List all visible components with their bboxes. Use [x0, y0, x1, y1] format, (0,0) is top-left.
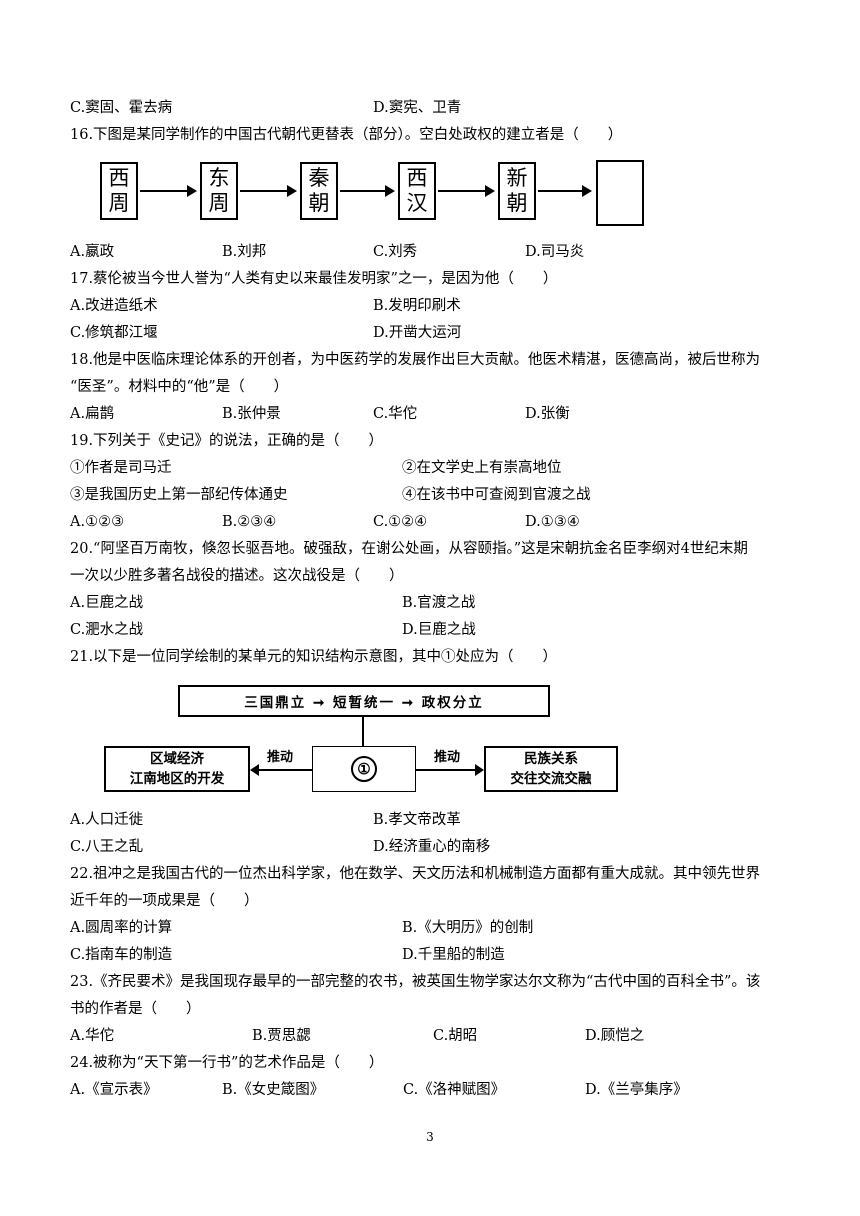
q20-stem-line1: 20.“阿坚百万南牧，倏忽长驱吾地。破强敌，在谢公处画，从容颐指。”这是宋朝抗金…: [70, 541, 748, 557]
q19-item-1: ①作者是司马迁: [70, 460, 172, 476]
arrow-right-icon: [416, 764, 484, 776]
q24-stem: 24.被称为“天下第一行书”的艺术作品是（ ）: [70, 1055, 384, 1071]
q23-option-c: C.胡昭: [433, 1028, 478, 1044]
q18-option-c: C.华佗: [373, 406, 418, 422]
q17-option-a: A.改进造纸术: [70, 298, 158, 314]
circle-one: ①: [351, 756, 377, 782]
q22-stem-line2: 近千年的一项成果是（ ）: [70, 893, 259, 909]
q16-stem: 16.下图是某同学制作的中国古代朝代更替表（部分）。空白处政权的建立者是（ ）: [70, 127, 623, 143]
dynasty-box-1: 西 周: [100, 162, 138, 220]
q17-stem: 17.蔡伦被当今世人誉为“人类有史以来最佳发明家”之一，是因为他（ ）: [70, 271, 558, 287]
q19-option-c: C.①②④: [373, 514, 428, 530]
q17-option-b: B.发明印刷术: [373, 298, 461, 314]
right-box: 民族关系 交往交流交融: [484, 746, 618, 792]
dynasty-char: 西: [406, 166, 428, 190]
push-label-left: 推动: [267, 750, 294, 765]
q22-option-a: A.圆周率的计算: [70, 920, 173, 936]
q23-option-b: B.贾思勰: [252, 1028, 311, 1044]
q22-option-d: D.千里船的制造: [402, 947, 505, 963]
q23-stem-line1: 23.《齐民要术》是我国现存最早的一部完整的农书，被英国生物学家达尔文称为“古代…: [70, 974, 761, 990]
dynasty-char: 新: [506, 166, 528, 190]
q24-option-b: B.《女史箴图》: [222, 1082, 325, 1098]
q23-option-a: A.华佗: [70, 1028, 115, 1044]
dynasty-char: 西: [108, 166, 130, 190]
connector-line: [362, 717, 364, 746]
q19-stem: 19.下列关于《史记》的说法，正确的是（ ）: [70, 433, 384, 449]
dynasty-box-2: 东 周: [200, 162, 238, 220]
q24-option-c: C.《洛神赋图》: [403, 1082, 506, 1098]
q19-item-4: ④在该书中可查阅到官渡之战: [402, 487, 591, 503]
q19-option-a: A.①②③: [70, 514, 125, 530]
dynasty-box-blank: [596, 160, 644, 226]
push-label-right: 推动: [434, 750, 461, 765]
arrow-icon: [538, 185, 592, 197]
right-box-line: 交往交流交融: [510, 771, 592, 787]
left-box-line: 区域经济: [150, 751, 204, 767]
dynasty-char: 周: [108, 191, 130, 215]
q21-stem: 21.以下是一位同学绘制的某单元的知识结构示意图，其中①处应为（ ）: [70, 649, 558, 665]
q20-stem-line2: 一次以少胜多著名战役的描述。这次战役是（ ）: [70, 568, 404, 584]
arrow-icon: [340, 185, 395, 197]
q17-option-d: D.开凿大运河: [373, 325, 462, 341]
q19-item-3: ③是我国历史上第一部纪传体通史: [70, 487, 288, 503]
right-box-line: 民族关系: [524, 751, 578, 767]
arrow-icon: [438, 185, 495, 197]
dynasty-char: 朝: [308, 191, 330, 215]
arrow-icon: [240, 185, 297, 197]
left-box: 区域经济 江南地区的开发: [104, 746, 250, 792]
q19-option-b: B.②③④: [222, 514, 277, 530]
q21-option-b: B.孝文帝改革: [373, 812, 461, 828]
q16-option-a: A.嬴政: [70, 244, 115, 260]
q22-stem-line1: 22.祖冲之是我国古代的一位杰出科学家，他在数学、天文历法和机械制造方面都有重大…: [70, 866, 761, 882]
q17-option-c: C.修筑都江堰: [70, 325, 158, 341]
dynasty-char: 东: [208, 166, 230, 190]
q19-item-2: ②在文学史上有崇高地位: [402, 460, 562, 476]
dynasty-char: 汉: [406, 191, 428, 215]
q18-option-d: D.张衡: [525, 406, 570, 422]
q21-option-a: A.人口迁徙: [70, 812, 144, 828]
page-number: 3: [426, 1130, 434, 1144]
dynasty-box-3: 秦 朝: [300, 162, 338, 220]
dynasty-char: 周: [208, 191, 230, 215]
center-box: ①: [312, 746, 416, 792]
q15-option-c: C.窦固、霍去病: [70, 100, 173, 116]
q18-option-b: B.张仲景: [222, 406, 281, 422]
q20-option-a: A.巨鹿之战: [70, 595, 144, 611]
dynasty-box-4: 西 汉: [398, 162, 436, 220]
q22-option-b: B.《大明历》的创制: [402, 920, 534, 936]
q18-option-a: A.扁鹊: [70, 406, 115, 422]
top-box: 三国鼎立 ➞ 短暂统一 ➞ 政权分立: [178, 685, 550, 717]
q22-option-c: C.指南车的制造: [70, 947, 173, 963]
q20-option-c: C.淝水之战: [70, 622, 144, 638]
q16-option-b: B.刘邦: [222, 244, 267, 260]
q16-option-d: D.司马炎: [525, 244, 585, 260]
q23-option-d: D.顾恺之: [585, 1028, 645, 1044]
q24-option-a: A.《宣示表》: [70, 1082, 158, 1098]
q23-stem-line2: 书的作者是（ ）: [70, 1001, 201, 1017]
q20-option-b: B.官渡之战: [402, 595, 476, 611]
dynasty-char: 秦: [308, 166, 330, 190]
q21-option-d: D.经济重心的南移: [373, 839, 491, 855]
q19-option-d: D.①③④: [525, 514, 580, 530]
q18-stem-line1: 18.他是中医临床理论体系的开创者，为中医药学的发展作出巨大贡献。他医术精湛，医…: [70, 352, 761, 368]
q24-option-d: D.《兰亭集序》: [585, 1082, 688, 1098]
arrow-left-icon: [250, 764, 312, 776]
arrow-icon: [140, 185, 197, 197]
q20-option-d: D.巨鹿之战: [402, 622, 476, 638]
dynasty-char: 朝: [506, 191, 528, 215]
q21-option-c: C.八王之乱: [70, 839, 144, 855]
q18-stem-line2: “医圣”。材料中的“他”是（ ）: [70, 379, 289, 395]
dynasty-box-5: 新 朝: [498, 162, 536, 220]
left-box-line: 江南地区的开发: [129, 771, 225, 787]
q15-option-d: D.窦宪、卫青: [373, 100, 462, 116]
q16-option-c: C.刘秀: [373, 244, 418, 260]
